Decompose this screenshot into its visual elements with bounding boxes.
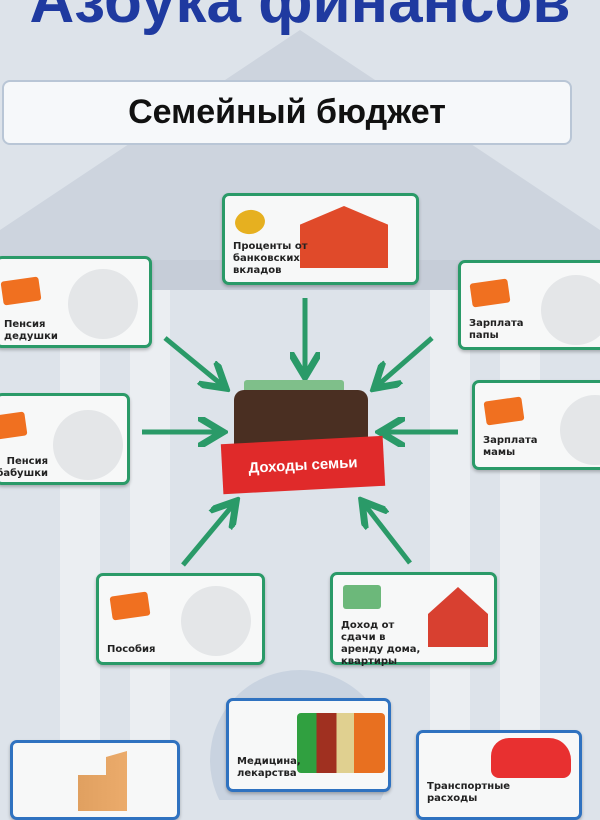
cash-icon [343, 585, 381, 609]
mother-icon [560, 395, 600, 465]
card-grandmother-pension[interactable]: Пенсия бабушки [0, 393, 130, 485]
card-housing[interactable] [10, 740, 180, 820]
card-mother-salary[interactable]: Зарплата мамы [472, 380, 600, 470]
grandfather-icon [68, 269, 138, 339]
card-label: Проценты от банковских вкладов [233, 241, 308, 276]
house-icon [428, 587, 488, 647]
buildings-icon [78, 751, 127, 811]
card-label: Транспортные расходы [427, 781, 511, 804]
arrow [181, 505, 233, 567]
banknote-icon [483, 396, 525, 426]
banknote-icon [109, 591, 151, 621]
card-transport[interactable]: Транспортные расходы [416, 730, 582, 820]
father-icon [541, 275, 600, 345]
family-income-label: Доходы семьи [220, 435, 386, 495]
child-icon [181, 586, 251, 656]
card-grandfather-pension[interactable]: Пенсия дедушки [0, 256, 152, 348]
medicine-icon [297, 713, 385, 773]
arrow [365, 505, 412, 565]
arrow [378, 336, 434, 385]
car-icon [491, 738, 571, 778]
banknote-icon [0, 276, 42, 306]
arrow [163, 336, 222, 385]
card-label: Пенсия дедушки [4, 319, 58, 342]
coins-icon [233, 208, 267, 236]
card-label: Пособия [107, 644, 156, 655]
card-label: Зарплата мамы [483, 435, 538, 458]
card-label: Зарплата папы [469, 318, 524, 341]
card-medicine[interactable]: Медицина, лекарства [226, 698, 391, 792]
bank-icon [300, 206, 388, 268]
banknote-icon [0, 411, 28, 441]
poster-title: Азбука финансов [29, 0, 571, 36]
card-father-salary[interactable]: Зарплата папы [458, 260, 600, 350]
card-label: Медицина, лекарства [237, 756, 301, 779]
card-rent-income[interactable]: Доход от сдачи в аренду дома, квартиры [330, 572, 497, 667]
banknote-icon [469, 278, 511, 308]
arrows [142, 298, 458, 567]
card-benefits[interactable]: Пособия [96, 573, 265, 665]
card-bank-interest[interactable]: Проценты от банковских вкладов [222, 193, 419, 285]
grandmother-icon [53, 410, 123, 480]
section-title: Семейный бюджет [2, 80, 572, 145]
card-label: Доход от сдачи в аренду дома, квартиры [341, 620, 421, 667]
card-label: Пенсия бабушки [0, 456, 48, 479]
